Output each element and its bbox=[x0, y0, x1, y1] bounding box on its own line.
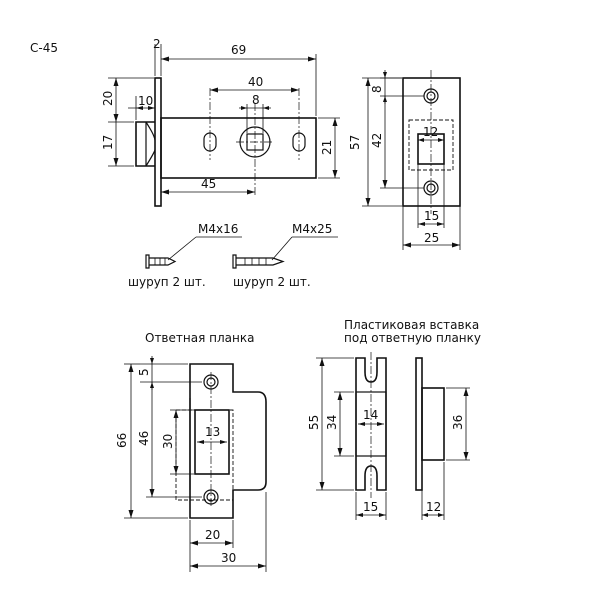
faceplate-front bbox=[402, 77, 461, 207]
screw-size-1: M4x16 bbox=[198, 222, 238, 236]
dim-bolt-height: 17 bbox=[101, 135, 115, 150]
dim-strike-screw-spacing: 46 bbox=[137, 431, 151, 446]
dim-strike-slot-width: 13 bbox=[205, 425, 220, 439]
dim-strike-slot-height: 30 bbox=[161, 434, 175, 449]
dim-insert-pocket-height: 34 bbox=[325, 415, 339, 430]
dim-strike-screw-offset: 5 bbox=[137, 368, 151, 376]
insert-side-pocket bbox=[421, 387, 445, 461]
dim-body-height: 21 bbox=[320, 140, 334, 155]
insert-outline bbox=[355, 357, 387, 491]
insert-front bbox=[355, 352, 387, 498]
dim-insert-side-height: 36 bbox=[451, 415, 465, 430]
insert-side-flange bbox=[415, 357, 423, 491]
dim-faceplate-height: 57 bbox=[348, 135, 362, 150]
dim-insert-width: 15 bbox=[363, 500, 378, 514]
dim-strike-inner-width: 20 bbox=[205, 528, 220, 542]
dim-bolt-offset: 20 bbox=[101, 91, 115, 106]
insert-title-line2: под ответную планку bbox=[344, 331, 481, 345]
dim-overall-length: 69 bbox=[231, 43, 246, 57]
insert-dimensions: 55 34 14 15 36 12 bbox=[307, 357, 470, 520]
dim-hole-spacing: 40 bbox=[248, 75, 263, 89]
strike-title: Ответная планка bbox=[145, 331, 254, 345]
dim-faceplate-screw-spacing: 42 bbox=[370, 133, 384, 148]
strike-slot-hidden bbox=[175, 409, 234, 501]
strike-outline bbox=[189, 363, 267, 519]
screw-size-2: M4x25 bbox=[292, 222, 332, 236]
latch-front-dimensions: 8 42 57 12 15 25 bbox=[348, 70, 461, 250]
insert-title-line1: Пластиковая вставка bbox=[344, 318, 479, 332]
dim-faceplate-slot: 12 bbox=[423, 125, 438, 139]
dim-square-hole: 8 bbox=[252, 93, 260, 107]
latch-dimensions: 2 69 40 8 20 10 17 45 bbox=[101, 37, 340, 195]
dim-strike-height: 66 bbox=[115, 433, 129, 448]
model-code: С-45 bbox=[30, 41, 58, 55]
dim-bolt-projection: 10 bbox=[138, 94, 153, 108]
screw-m4x16: M4x16 шуруп 2 шт. bbox=[128, 222, 242, 289]
insert-side bbox=[415, 357, 445, 491]
screw-m4x25: M4x25 шуруп 2 шт. bbox=[232, 222, 338, 289]
dim-faceplate-slot-width: 15 bbox=[424, 209, 439, 223]
dim-plate-thickness: 2 bbox=[153, 37, 161, 51]
dim-insert-height: 55 bbox=[307, 415, 321, 430]
strike-dimensions: 5 66 46 30 13 20 30 bbox=[115, 356, 267, 572]
screw-caption-1: шуруп 2 шт. bbox=[128, 275, 206, 289]
dim-insert-side-depth: 12 bbox=[426, 500, 441, 514]
dim-faceplate-width: 25 bbox=[424, 231, 439, 245]
latch-faceplate bbox=[154, 77, 162, 207]
latch-bolt-bevel bbox=[145, 121, 156, 167]
dim-strike-width: 30 bbox=[221, 551, 236, 565]
latch-front-view bbox=[402, 70, 461, 214]
latch-side-view bbox=[135, 77, 317, 207]
dim-insert-pocket-width: 14 bbox=[363, 408, 378, 422]
latch-body bbox=[160, 117, 317, 179]
dim-backset: 45 bbox=[201, 177, 216, 191]
dim-faceplate-screw-offset: 8 bbox=[370, 85, 384, 93]
screw-caption-2: шуруп 2 шт. bbox=[233, 275, 311, 289]
